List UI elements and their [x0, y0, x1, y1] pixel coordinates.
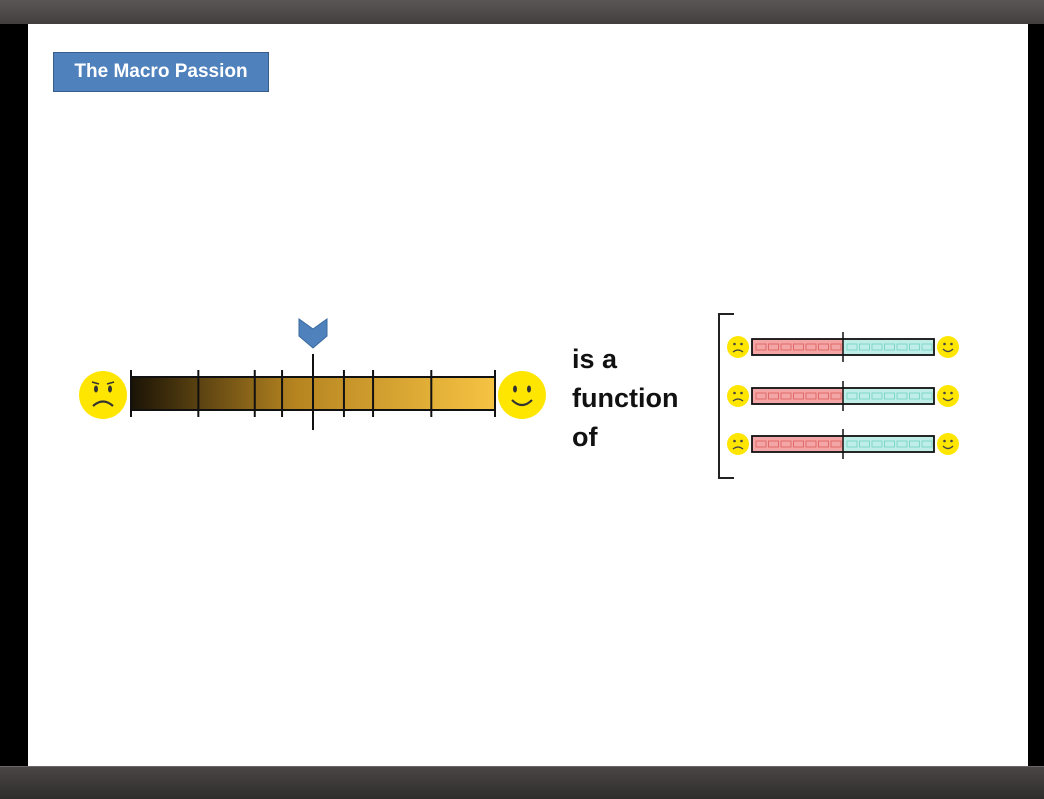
- positive-notch: [859, 343, 870, 351]
- negative-notch: [818, 392, 829, 400]
- happy-face-icon: [937, 336, 959, 358]
- positive-notch: [859, 440, 870, 448]
- positive-notch: [921, 343, 933, 351]
- negative-notch: [780, 343, 792, 351]
- negative-notch: [780, 440, 792, 448]
- negative-notch: [793, 343, 804, 351]
- positive-notch: [859, 392, 870, 400]
- negative-notch: [768, 440, 779, 448]
- negative-notch: [768, 343, 779, 351]
- caption-text: is a function of: [572, 340, 678, 457]
- negative-notch: [805, 440, 817, 448]
- negative-notch: [768, 392, 779, 400]
- negative-notch: [780, 392, 792, 400]
- caption-line-2: function: [572, 383, 679, 413]
- positive-notch: [846, 392, 858, 400]
- main-scale: [79, 318, 546, 430]
- sub-scale-1: [727, 332, 959, 362]
- negative-notch: [830, 440, 842, 448]
- slide-title-badge: The Macro Passion: [53, 52, 269, 92]
- negative-notch: [830, 392, 842, 400]
- happy-face-icon: [937, 385, 959, 407]
- sub-scales: [727, 332, 959, 459]
- negative-notch: [755, 392, 767, 400]
- sad-face-icon: [727, 385, 749, 407]
- negative-segment: [752, 339, 843, 355]
- positive-notch: [896, 343, 908, 351]
- main-scale-ticks: [130, 370, 496, 417]
- positive-segment: [843, 339, 934, 355]
- sub-scale-3: [727, 429, 959, 459]
- negative-segment: [752, 388, 843, 404]
- negative-notch: [755, 440, 767, 448]
- sub-scale-2: [727, 381, 959, 411]
- positive-notch: [896, 392, 908, 400]
- top-frame-bar: [0, 0, 1044, 24]
- diagram-svg: [79, 313, 959, 479]
- caption-line-3: of: [572, 422, 598, 452]
- positive-notch: [871, 440, 883, 448]
- negative-segment: [752, 436, 843, 452]
- negative-notch: [793, 392, 804, 400]
- positive-notch: [871, 343, 883, 351]
- positive-notch: [884, 440, 895, 448]
- positive-notch: [909, 343, 920, 351]
- positive-segment: [843, 436, 934, 452]
- positive-notch: [846, 440, 858, 448]
- negative-notch: [818, 343, 829, 351]
- happy-face-icon: [937, 433, 959, 455]
- bottom-frame-bar: [0, 766, 1044, 799]
- positive-notch: [909, 440, 920, 448]
- left-bracket: [718, 313, 734, 479]
- chevron-down-icon: [298, 318, 328, 349]
- positive-segment: [843, 388, 934, 404]
- negative-notch: [793, 440, 804, 448]
- slide-canvas: The Macro Passion is a function of: [28, 24, 1028, 766]
- positive-notch: [921, 440, 933, 448]
- positive-notch: [896, 440, 908, 448]
- negative-notch: [755, 343, 767, 351]
- sad-face-icon: [79, 371, 127, 419]
- negative-notch: [818, 440, 829, 448]
- negative-notch: [805, 392, 817, 400]
- positive-notch: [846, 343, 858, 351]
- happy-face-icon: [498, 371, 546, 419]
- negative-notch: [805, 343, 817, 351]
- caption-line-1: is a: [572, 344, 618, 374]
- positive-notch: [884, 392, 895, 400]
- positive-notch: [921, 392, 933, 400]
- positive-notch: [909, 392, 920, 400]
- positive-notch: [871, 392, 883, 400]
- negative-notch: [830, 343, 842, 351]
- sad-face-icon: [727, 336, 749, 358]
- sad-face-icon: [727, 433, 749, 455]
- positive-notch: [884, 343, 895, 351]
